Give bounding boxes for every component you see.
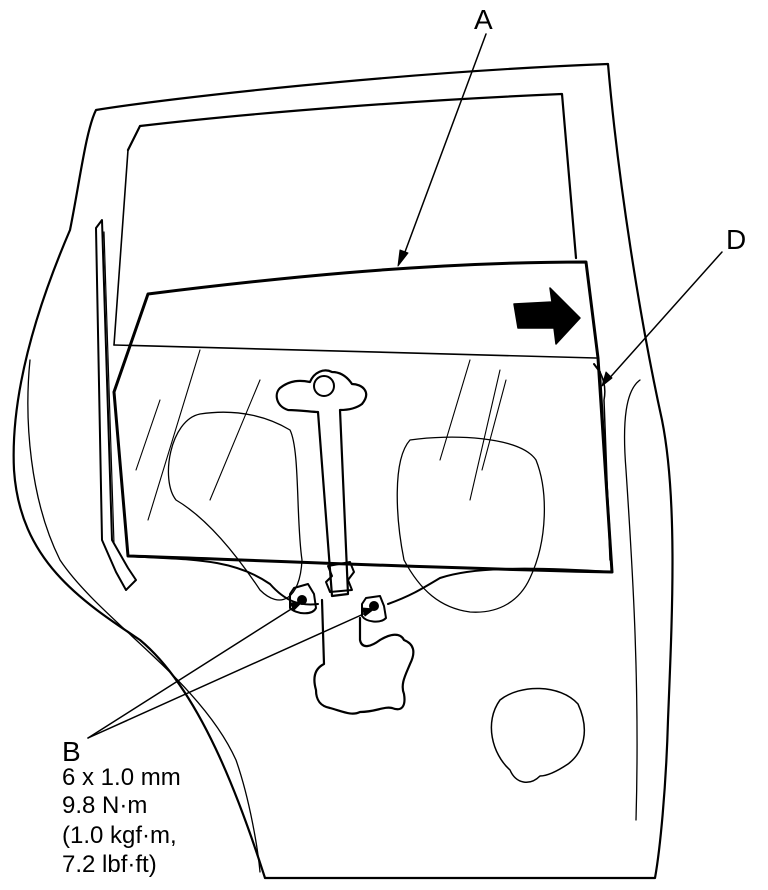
direction-arrow-icon (513, 287, 581, 345)
spec-torque-nm: 9.8 N·m (62, 792, 148, 819)
callout-d: D (726, 224, 747, 255)
regulator-arm-hole (313, 375, 335, 397)
rear-channel-inner (599, 371, 611, 561)
glass-reflection-hatching (135, 349, 507, 521)
right-glass-bracket (361, 595, 387, 623)
callout-a: A (474, 4, 493, 35)
window-frame-inner (113, 149, 129, 346)
left-glass-bracket (289, 583, 317, 615)
leader-arrowhead-a (397, 249, 409, 267)
front-glass-channel-inner (103, 231, 115, 545)
leader-arrowhead-d (601, 371, 613, 387)
lower-service-hole (490, 687, 586, 783)
leader-arrowhead-b-left (289, 601, 303, 611)
window-frame (126, 92, 578, 260)
spec-torque-kgfm: (1.0 kgf·m, (62, 822, 177, 849)
callout-b: B (62, 736, 81, 767)
spec-bolt-size: 6 x 1.0 mm (62, 764, 181, 791)
regulator-arm (275, 369, 368, 598)
door-inner-contour (27, 359, 261, 873)
leader-line-d (605, 251, 723, 383)
regulator-slider (325, 561, 355, 593)
front-glass-channel (95, 219, 137, 591)
right-access-hole (396, 436, 545, 613)
leader-line-b-left (87, 605, 297, 739)
spec-torque-lbfft: 7.2 lbf·ft) (62, 851, 157, 878)
leader-line-b-right (87, 611, 369, 739)
regulator-body (313, 598, 415, 715)
door-outer-panel (12, 62, 674, 880)
leader-line-a (401, 33, 487, 261)
leader-arrowhead-b-right (361, 607, 375, 617)
right-inner-panel (623, 379, 641, 821)
glass-top-edge-lower (113, 344, 597, 359)
